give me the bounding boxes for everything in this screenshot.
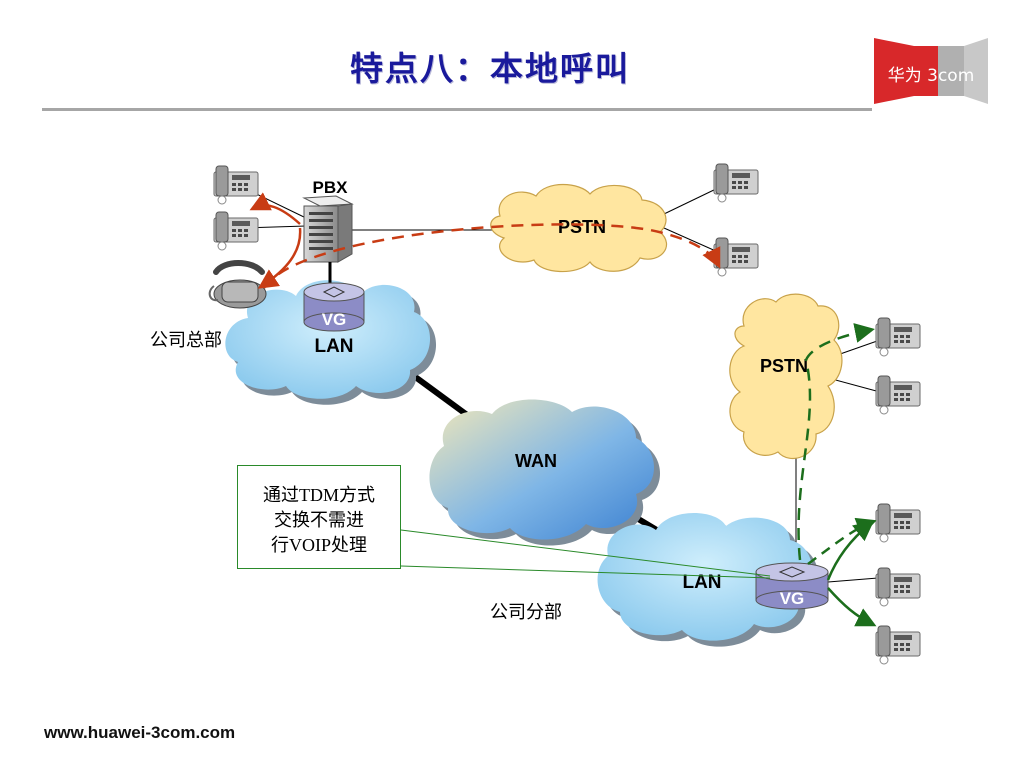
top-pstn-cloud	[490, 184, 667, 273]
wan-label: WAN	[515, 451, 557, 471]
branch-phone-2-icon	[875, 567, 921, 607]
callout-line-1: 通过TDM方式	[263, 485, 375, 505]
hq-vg-icon	[303, 282, 365, 332]
hq-phone-2-icon	[213, 211, 259, 251]
pstn-phone-2-icon	[713, 237, 759, 277]
callout-leader-2	[400, 565, 771, 579]
branch-vg-label: VG	[780, 589, 805, 608]
hq-site-label: 公司总部	[150, 330, 222, 351]
callout-leader-1	[400, 529, 771, 577]
callout-line-3: 行VOIP处理	[270, 535, 367, 555]
branch-phone-3-icon	[875, 625, 921, 665]
pbx-label: PBX	[313, 178, 349, 197]
hq-vg-label: VG	[322, 310, 347, 329]
right-phone-1-icon	[875, 317, 921, 357]
hq-lan-label: LAN	[314, 336, 353, 357]
hq-lan-cloud	[225, 280, 437, 405]
hq-handset-phone-icon	[208, 260, 267, 309]
pstn-phone-link-2	[663, 227, 719, 253]
hq-phone-1-icon	[213, 165, 259, 205]
red-local-path-arrow-2	[257, 227, 302, 289]
red-pstn-path-arrow	[262, 223, 721, 289]
branch-vg-icon	[755, 562, 829, 610]
page-title: 特点八：本地呼叫	[350, 49, 630, 88]
red-local-path-arrow	[249, 192, 301, 225]
logo-text: 华为 3com	[887, 66, 975, 86]
branch-lan-cloud	[597, 512, 819, 647]
wan-cloud	[429, 399, 660, 546]
branch-phone-1-icon	[875, 503, 921, 543]
callout-line-2: 交换不需进	[274, 510, 364, 530]
top-pstn-label: PSTN	[558, 217, 606, 237]
lan-wan-link	[412, 373, 476, 423]
pstn-phone-link-1	[663, 187, 719, 215]
right-phone-2-icon	[875, 375, 921, 415]
green-local-path-arrow-2	[827, 587, 877, 627]
pbx-server-icon	[302, 195, 354, 263]
footer-url: www.huawei-3com.com	[44, 723, 236, 742]
tdm-callout: 通过TDM方式 交换不需进 行VOIP处理	[237, 465, 401, 569]
right-pstn-label: PSTN	[760, 356, 808, 376]
title-divider	[42, 108, 872, 111]
branch-site-label: 公司分部	[490, 602, 562, 623]
vg-phone-link-2	[827, 577, 879, 583]
green-local-path-arrow-1	[826, 520, 874, 581]
company-logo	[874, 38, 988, 104]
pstn-phone-1-icon	[713, 163, 759, 203]
right-pstn-cloud	[729, 293, 843, 460]
branch-lan-label: LAN	[682, 572, 721, 593]
